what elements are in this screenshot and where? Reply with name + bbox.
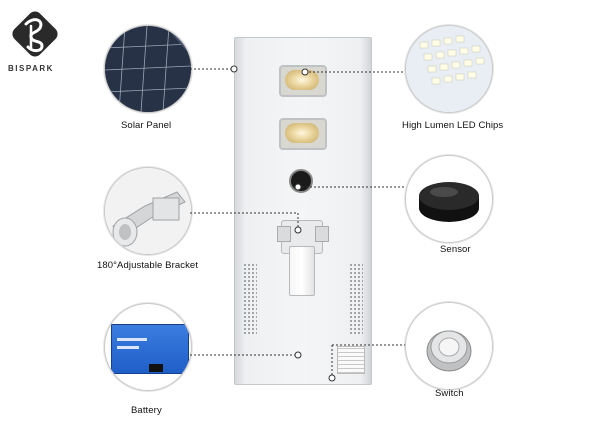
battery-label: Battery bbox=[131, 405, 162, 416]
sensor-on-lamp bbox=[289, 169, 313, 193]
solar-panel-image bbox=[104, 25, 192, 113]
led-chips-icon bbox=[406, 26, 492, 112]
bracket-on-lamp bbox=[275, 216, 331, 296]
led-module-top bbox=[279, 65, 327, 97]
brand-name: BISPARK bbox=[8, 64, 54, 73]
bracket-label: 180°Adjustable Bracket bbox=[97, 260, 199, 271]
sensor-icon bbox=[406, 156, 492, 242]
vent-left bbox=[243, 263, 257, 335]
brand-logo: BISPARK bbox=[4, 6, 66, 76]
vent-right bbox=[349, 263, 363, 335]
switch-image bbox=[405, 302, 493, 390]
street-light-body bbox=[234, 37, 372, 385]
bracket-icon bbox=[105, 168, 191, 254]
spec-sticker bbox=[337, 346, 365, 374]
switch-icon bbox=[406, 303, 492, 389]
switch-label: Switch bbox=[435, 388, 464, 399]
led-chips-image bbox=[405, 25, 493, 113]
sensor-label: Sensor bbox=[440, 244, 471, 255]
sensor-image bbox=[405, 155, 493, 243]
battery-image bbox=[104, 303, 192, 391]
led-module-bottom bbox=[279, 118, 327, 150]
led-chips-label: High Lumen LED Chips bbox=[402, 120, 504, 131]
logo-mark-icon bbox=[12, 11, 58, 57]
bracket-image bbox=[104, 167, 192, 255]
solar-panel-label: Solar Panel bbox=[121, 120, 172, 131]
